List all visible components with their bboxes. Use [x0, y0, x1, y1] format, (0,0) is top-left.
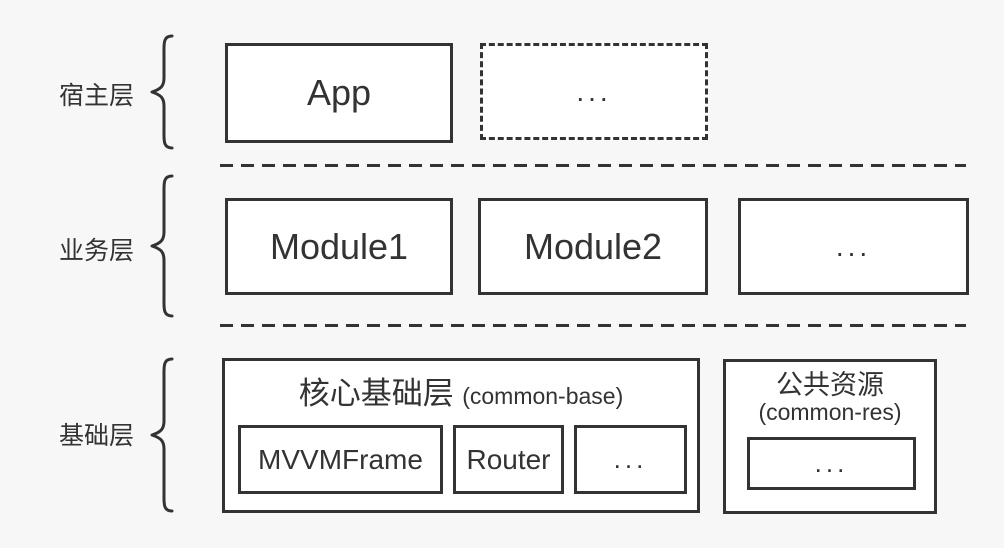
common-res-more-box: ... [747, 437, 916, 490]
router-box: Router [453, 425, 564, 494]
host-layer-brace-icon [150, 34, 174, 150]
layer-divider-bottom [220, 324, 966, 327]
common-base-title: 核心基础层 (common-base) [225, 368, 697, 413]
common-res-title-en: (common-res) [758, 399, 902, 425]
module1-box-label: Module1 [269, 225, 409, 267]
module2-box-label: Module2 [523, 225, 663, 267]
router-box-label: Router [466, 443, 551, 475]
app-box: App [225, 43, 453, 143]
common-base-title-en: (common-base) [462, 383, 624, 409]
app-box-label: App [306, 72, 372, 113]
host-layer-label: 宿主层 [58, 82, 134, 110]
common-res-box: 公共资源 (common-res) ... [723, 359, 937, 514]
module2-box: Module2 [478, 198, 708, 295]
common-base-box: 核心基础层 (common-base) MVVMFrame Router ... [222, 358, 700, 513]
business-layer-brace-icon [150, 174, 174, 318]
business-layer-label: 业务层 [58, 237, 134, 265]
common-base-more-box: ... [574, 425, 687, 494]
base-layer-label: 基础层 [58, 422, 134, 450]
common-base-title-cn: 核心基础层 [298, 376, 454, 411]
host-more-box: ... [480, 43, 708, 140]
business-more-box: ... [738, 198, 969, 295]
common-base-more-box-label: ... [613, 444, 648, 474]
mvvm-frame-box: MVVMFrame [238, 425, 443, 494]
common-res-more-box-label: ... [814, 448, 849, 478]
mvvm-frame-box-label: MVVMFrame [258, 443, 423, 475]
host-more-box-label: ... [576, 75, 612, 107]
layer-divider-top [220, 164, 966, 167]
base-layer-brace-icon [150, 357, 174, 513]
module1-box: Module1 [225, 198, 453, 295]
common-res-title-cn: 公共资源 [776, 370, 884, 400]
business-more-box-label: ... [835, 230, 872, 262]
